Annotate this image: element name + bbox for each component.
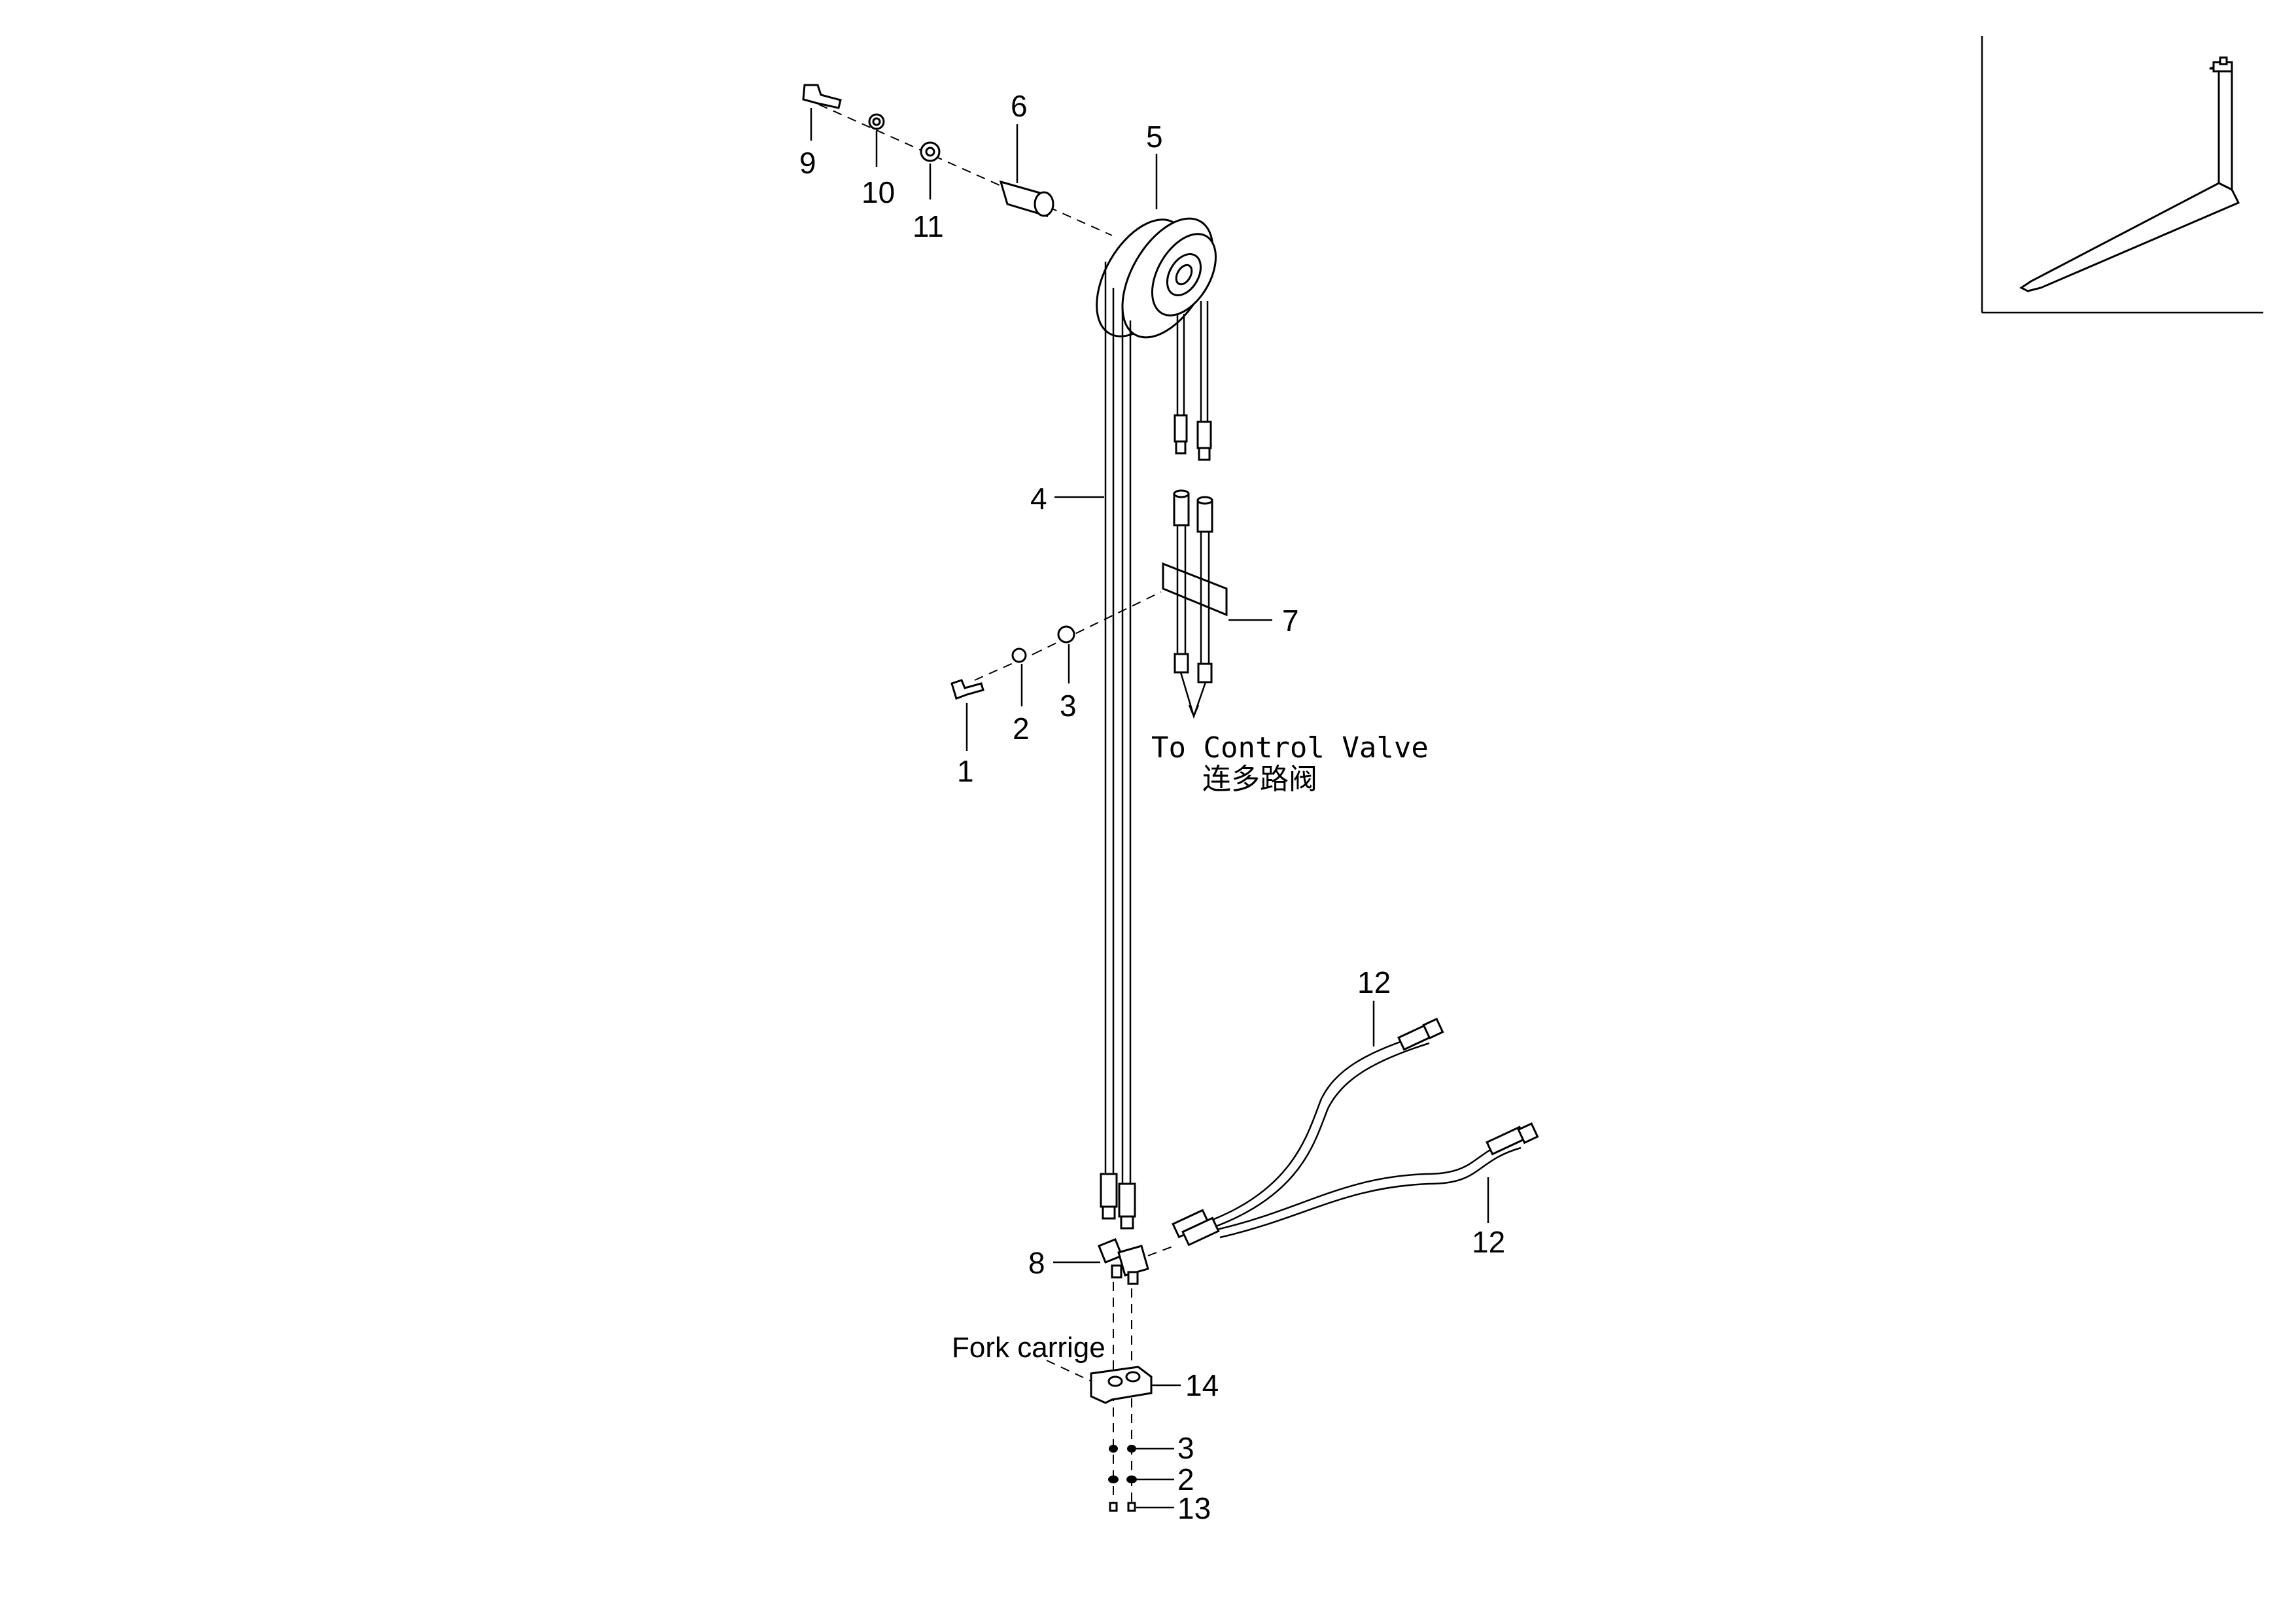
callout-10: 10 bbox=[861, 175, 895, 209]
leader-lines bbox=[810, 108, 1489, 1509]
lower-fastener-stack bbox=[1046, 1282, 1153, 1512]
hose-end-fittings bbox=[1100, 1173, 1136, 1230]
callout-13: 13 bbox=[1177, 1491, 1211, 1525]
callout-2-lower: 2 bbox=[1177, 1462, 1194, 1496]
callout-7: 7 bbox=[1282, 604, 1299, 638]
callout-8: 8 bbox=[1028, 1246, 1045, 1280]
callout-12-lower: 12 bbox=[1472, 1225, 1505, 1259]
fork-inset bbox=[1981, 36, 2263, 314]
pulley-shaft-parts bbox=[802, 84, 1113, 236]
callout-3: 3 bbox=[1060, 689, 1077, 723]
callout-11: 11 bbox=[913, 209, 944, 243]
callout-3-lower: 3 bbox=[1177, 1431, 1194, 1465]
callout-2: 2 bbox=[1013, 712, 1030, 746]
hose-short-pair bbox=[1174, 301, 1212, 461]
hose-bracket bbox=[1033, 489, 1228, 719]
hose-long bbox=[1104, 262, 1132, 1197]
annotations: To Control Valve 连多路阀 Fork carrige bbox=[952, 731, 1429, 1364]
callout-4: 4 bbox=[1030, 481, 1047, 515]
note-control-valve-cn: 连多路阀 bbox=[1202, 763, 1317, 796]
callout-9: 9 bbox=[799, 146, 816, 180]
callout-labels: 9 10 11 6 5 4 7 1 2 3 12 12 8 14 3 2 13 bbox=[799, 89, 1505, 1525]
note-fork-carriage: Fork carrige bbox=[952, 1332, 1105, 1364]
sheave-pulley bbox=[1096, 217, 1217, 339]
callout-1: 1 bbox=[957, 754, 974, 788]
bracket-fasteners bbox=[950, 625, 1075, 700]
callout-5: 5 bbox=[1146, 120, 1163, 154]
callout-12-upper: 12 bbox=[1357, 965, 1391, 999]
callout-14: 14 bbox=[1185, 1368, 1219, 1402]
tee-fitting bbox=[1098, 1238, 1175, 1285]
callout-6: 6 bbox=[1011, 89, 1028, 123]
hose-curved-pair bbox=[1172, 1017, 1539, 1247]
note-to-control-valve: To Control Valve bbox=[1151, 731, 1429, 765]
